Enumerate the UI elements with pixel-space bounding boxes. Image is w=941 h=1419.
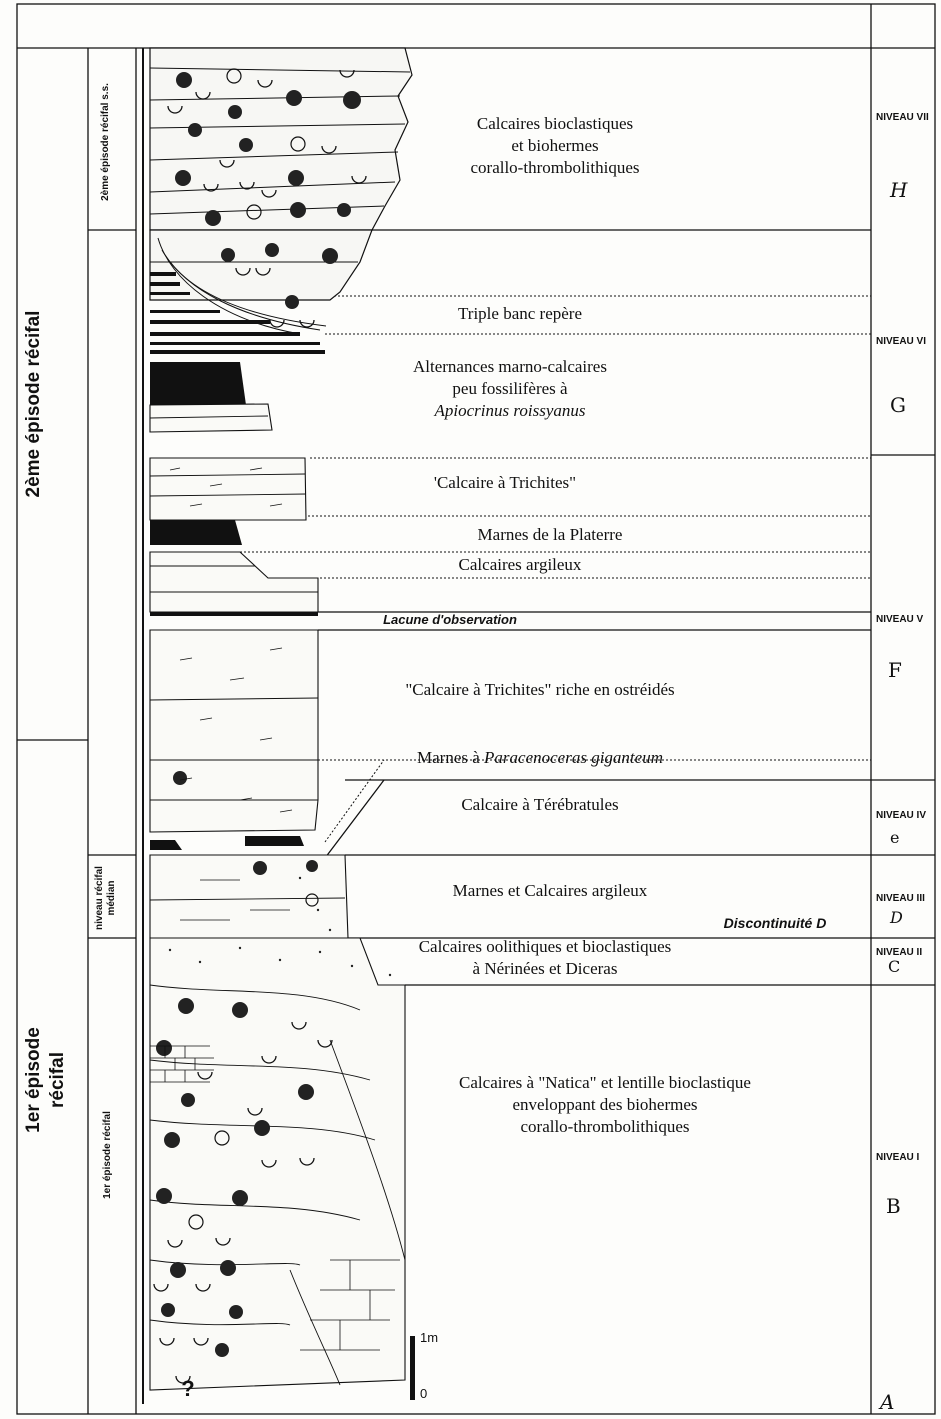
unit-platerre: Marnes de la Platerre xyxy=(450,524,650,546)
unit-lacune: Lacune d'observation xyxy=(350,611,550,629)
unit-alt-line-3: Apiocrinus roissyanus xyxy=(370,400,650,422)
unit-natica-line-1: Calcaires à "Natica" et lentille bioclas… xyxy=(420,1072,790,1094)
unit-discontinuite: Discontinuité D xyxy=(710,914,840,932)
unit-terebratules: Calcaire à Térébratules xyxy=(440,794,640,816)
unit-h-line-2: et biohermes xyxy=(430,135,680,157)
sub-episode-median-label: niveau récifal médian xyxy=(94,848,130,948)
unit-triple-banc: Triple banc repère xyxy=(420,303,620,325)
unit-alt-line-2: peu fossilifères à xyxy=(370,378,650,400)
unit-ool-line-2: à Nérinées et Diceras xyxy=(380,958,710,980)
scale-top-label: 1m xyxy=(420,1330,438,1345)
unit-trichites: 'Calcaire à Trichites" xyxy=(390,472,620,494)
letter-a: A xyxy=(880,1390,894,1414)
niveau-vii: NIVEAU VII xyxy=(876,112,929,123)
letter-d: D xyxy=(890,908,903,927)
unit-alt-line-1: Alternances marno-calcaires xyxy=(370,356,650,378)
letter-c: C xyxy=(888,957,900,976)
unit-paracenoceras: Marnes à Paracenoceras giganteum xyxy=(390,747,690,769)
unit-natica-line-3: corallo-thrombolithiques xyxy=(420,1116,790,1138)
scale-bar xyxy=(410,1336,415,1400)
unit-paracenoceras-prefix: Marnes à xyxy=(417,748,484,767)
niveau-iii: NIVEAU III xyxy=(876,893,925,904)
sub-episode-1-label: 1er épisode récifal xyxy=(101,1095,131,1215)
niveau-iv: NIVEAU IV xyxy=(876,810,926,821)
unit-ostreides: "Calcaire à Trichites" riche en ostréidé… xyxy=(370,679,710,701)
unit-h-line-3: corallo-thrombolithiques xyxy=(430,157,680,179)
niveau-v: NIVEAU V xyxy=(876,614,923,625)
question-mark: ? xyxy=(176,1378,200,1400)
niveau-i: NIVEAU I xyxy=(876,1152,919,1163)
unit-argileux: Calcaires argileux xyxy=(420,554,620,576)
letter-f: F xyxy=(888,658,902,682)
letter-b: B xyxy=(886,1194,901,1218)
unit-h-line-1: Calcaires bioclastiques xyxy=(430,113,680,135)
unit-h-desc: Calcaires bioclastiques et biohermes cor… xyxy=(430,113,680,179)
unit-marnes-argileux: Marnes et Calcaires argileux xyxy=(420,880,680,902)
episode-2-label: 2ème épisode récifal xyxy=(22,304,70,504)
unit-oolithiques-desc: Calcaires oolithiques et bioclastiques à… xyxy=(380,936,710,980)
unit-alternances-desc: Alternances marno-calcaires peu fossilif… xyxy=(370,356,650,422)
unit-paracenoceras-name: Paracenoceras giganteum xyxy=(484,748,663,767)
unit-natica-line-2: enveloppant des biohermes xyxy=(420,1094,790,1116)
letter-g: G xyxy=(890,393,906,417)
niveau-vi: NIVEAU VI xyxy=(876,336,926,347)
letter-e: e xyxy=(890,828,899,847)
unit-ool-line-1: Calcaires oolithiques et bioclastiques xyxy=(380,936,710,958)
sub-episode-2-ss-label: 2ème épisode récifal s.s. xyxy=(99,72,129,212)
letter-h: H xyxy=(890,178,907,202)
scale-bottom-label: 0 xyxy=(420,1386,427,1401)
unit-natica-desc: Calcaires à "Natica" et lentille bioclas… xyxy=(420,1072,790,1138)
episode-1-label: 1er épisode récifal xyxy=(22,1005,70,1155)
